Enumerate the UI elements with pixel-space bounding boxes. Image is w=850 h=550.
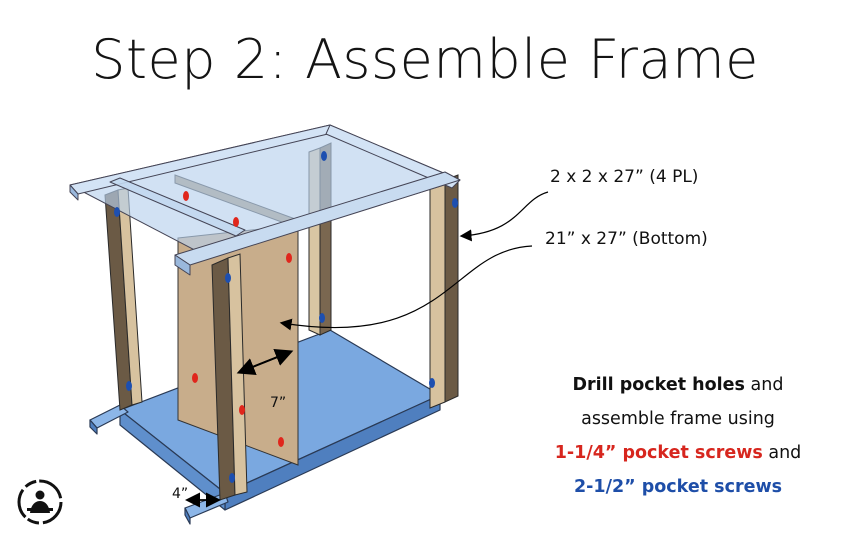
front-leg-left (104, 187, 143, 411)
dimension-7-label: 7” (270, 395, 287, 411)
dimension-4-label: 4” (172, 486, 189, 502)
leader-line-panel (279, 245, 533, 331)
note-and-1: and (750, 375, 784, 395)
dimension-7-arrow (236, 348, 294, 376)
page-title: Step 2: Assemble Frame (91, 28, 759, 91)
legs-label: 2 x 2 x 27” (4 PL) (550, 167, 699, 187)
note-line-1: Drill pocket holes and (548, 368, 808, 402)
top-frame (69, 124, 461, 276)
logo-icon (17, 479, 63, 525)
instruction-note: Drill pocket holes and assemble frame us… (548, 368, 808, 504)
leader-line-legs (459, 191, 549, 242)
back-leg-right (429, 174, 459, 409)
note-line-3: 1-1/4” pocket screws and (548, 436, 808, 470)
screws-blue (114, 151, 458, 483)
note-line-2: assemble frame using (581, 409, 775, 429)
screws-red (183, 191, 292, 447)
note-and-2: and (768, 443, 802, 463)
panel-label: 21” x 27” (Bottom) (545, 229, 708, 249)
note-red-screws: 1-1/4” pocket screws (554, 443, 763, 463)
note-blue-screws: 2-1/2” pocket screws (573, 477, 783, 497)
note-drill-pocket-holes: Drill pocket holes (572, 375, 745, 395)
